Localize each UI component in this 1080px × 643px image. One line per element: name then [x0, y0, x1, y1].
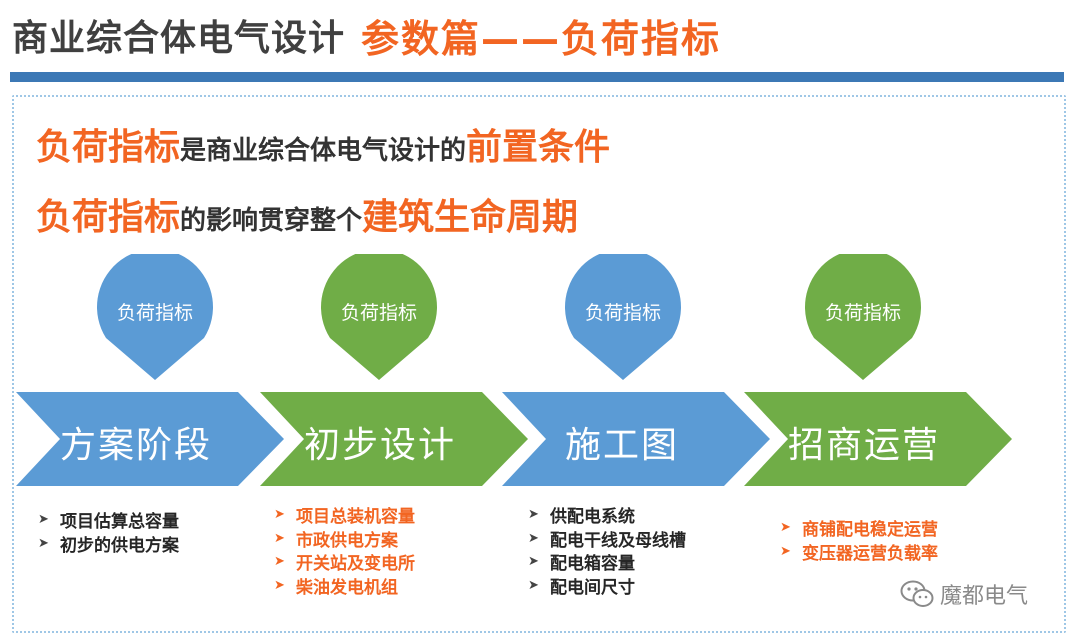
arrow-bullet-icon: ➤ [528, 507, 539, 523]
stage-3-name: 施工图 [564, 425, 679, 466]
headline-1: 负荷指标是商业综合体电气设计的前置条件 [36, 118, 610, 170]
arrow-bullet-icon: ➤ [528, 554, 539, 570]
title-main: 商业综合体电气设计 [12, 18, 346, 59]
arrow-bullet-icon: ➤ [780, 520, 791, 536]
headline-1-text: 是商业综合体电气设计的 [180, 136, 467, 166]
list-item: ➤市政供电方案 [274, 530, 398, 551]
stage-4-bullets: ➤商铺配电稳定运营 ➤变压器运营负载率 [780, 516, 938, 564]
stage-1-bullets: ➤项目估算总容量 ➤初步的供电方案 [38, 508, 179, 556]
list-item: ➤项目估算总容量 [38, 512, 179, 533]
stage-2-bullets: ➤项目总装机容量 ➤市政供电方案 ➤开关站及变电所 ➤柴油发电机组 [274, 503, 415, 598]
stage-3-pin-label: 负荷指标 [584, 302, 661, 324]
arrow-bullet-icon: ➤ [274, 507, 285, 523]
wechat-icon [900, 580, 934, 607]
arrow-bullet-icon: ➤ [38, 512, 49, 528]
headline-2-emphasis: 建筑生命周期 [362, 197, 579, 238]
stage-1-pin-label: 负荷指标 [116, 302, 193, 324]
map-pin-icon [321, 248, 437, 380]
map-pin-icon [565, 248, 681, 380]
list-item: ➤配电间尺寸 [528, 577, 635, 598]
stage-2-chevron: 初步设计 [260, 392, 530, 486]
stage-4-name: 招商运营 [787, 425, 940, 466]
stage-4-chevron: 招商运营 [744, 392, 1014, 486]
list-item: ➤配电箱容量 [528, 554, 635, 575]
stage-2-name: 初步设计 [303, 425, 456, 466]
stage-3-bullets: ➤供配电系统 ➤配电干线及母线槽 ➤配电箱容量 ➤配电间尺寸 [528, 503, 686, 598]
list-item: ➤供配电系统 [528, 507, 635, 528]
arrow-bullet-icon: ➤ [528, 530, 539, 546]
headline-2: 负荷指标的影响贯穿整个建筑生命周期 [36, 188, 578, 240]
page-title: 商业综合体电气设计 参数篇——负荷指标 [12, 4, 721, 66]
headline-2-text: 的影响贯穿整个 [180, 206, 363, 236]
list-item: ➤项目总装机容量 [274, 507, 415, 528]
stage-3-chevron: 施工图 [502, 392, 772, 486]
headline-1-keyword: 负荷指标 [36, 127, 181, 168]
headline-1-emphasis: 前置条件 [466, 127, 611, 168]
arrow-bullet-icon: ➤ [528, 577, 539, 593]
map-pin-icon [97, 248, 213, 380]
arrow-bullet-icon: ➤ [274, 577, 285, 593]
list-item: ➤变压器运营负载率 [780, 543, 938, 564]
watermark-text: 魔都电气 [940, 584, 1029, 609]
stage-2-pin: 负荷指标 [316, 248, 442, 386]
stage-1-name: 方案阶段 [59, 425, 212, 466]
content-frame [12, 95, 1066, 633]
headline-2-keyword: 负荷指标 [36, 197, 181, 238]
list-item: ➤配电干线及母线槽 [528, 530, 686, 551]
arrow-bullet-icon: ➤ [274, 530, 285, 546]
list-item: ➤柴油发电机组 [274, 577, 398, 598]
title-accent: 参数篇——负荷指标 [361, 16, 722, 61]
watermark: 魔都电气 [900, 578, 1028, 610]
stage-4-pin-label: 负荷指标 [824, 302, 901, 324]
stage-1-chevron: 方案阶段 [16, 392, 286, 486]
list-item: ➤初步的供电方案 [38, 535, 179, 556]
arrow-bullet-icon: ➤ [38, 535, 49, 551]
arrow-bullet-icon: ➤ [780, 543, 791, 559]
title-underline [10, 72, 1064, 82]
arrow-bullet-icon: ➤ [274, 554, 285, 570]
list-item: ➤开关站及变电所 [274, 554, 415, 575]
stage-2-pin-label: 负荷指标 [340, 302, 417, 324]
stage-1-pin: 负荷指标 [92, 248, 218, 386]
map-pin-icon [805, 248, 921, 380]
stage-4-pin: 负荷指标 [800, 248, 926, 386]
list-item: ➤商铺配电稳定运营 [780, 520, 938, 541]
stage-3-pin: 负荷指标 [560, 248, 686, 386]
